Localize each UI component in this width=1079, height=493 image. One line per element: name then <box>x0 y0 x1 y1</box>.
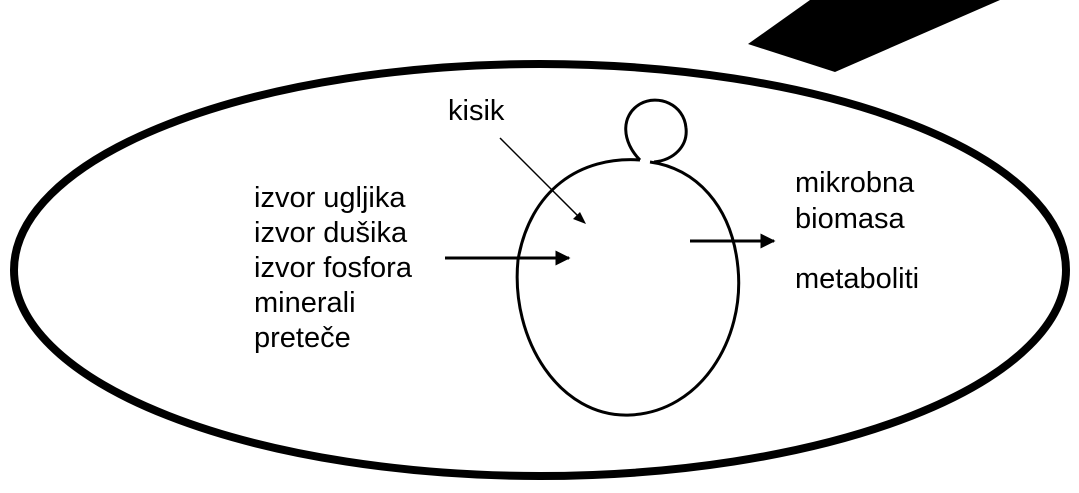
metabolites-label: metaboliti <box>795 263 920 295</box>
cell-body <box>515 158 741 417</box>
input-carbon-source-label: izvor ugljika <box>254 182 406 214</box>
input-nitrogen-source-label: izvor dušika <box>254 217 408 249</box>
outer-boundary-ellipse <box>10 60 1070 480</box>
biomass-label-line-1: mikrobna <box>795 167 915 199</box>
biomass-label-line-2: biomasa <box>795 203 905 235</box>
biomass-label-group: mikrobna biomasa <box>795 165 914 237</box>
cell-bud <box>624 98 688 164</box>
inputs-label-group: izvor ugljika izvor dušika izvor fosfora… <box>254 181 412 356</box>
oxygen-pointer-line <box>499 137 581 219</box>
input-precursors-label: preteče <box>254 322 351 354</box>
oxygen-pointer-head <box>573 212 586 224</box>
input-phosphorus-source-label: izvor fosfora <box>254 252 412 284</box>
input-minerals-label: minerali <box>254 287 356 319</box>
oxygen-label: kisik <box>448 95 505 127</box>
connector-wedge <box>748 0 1000 72</box>
